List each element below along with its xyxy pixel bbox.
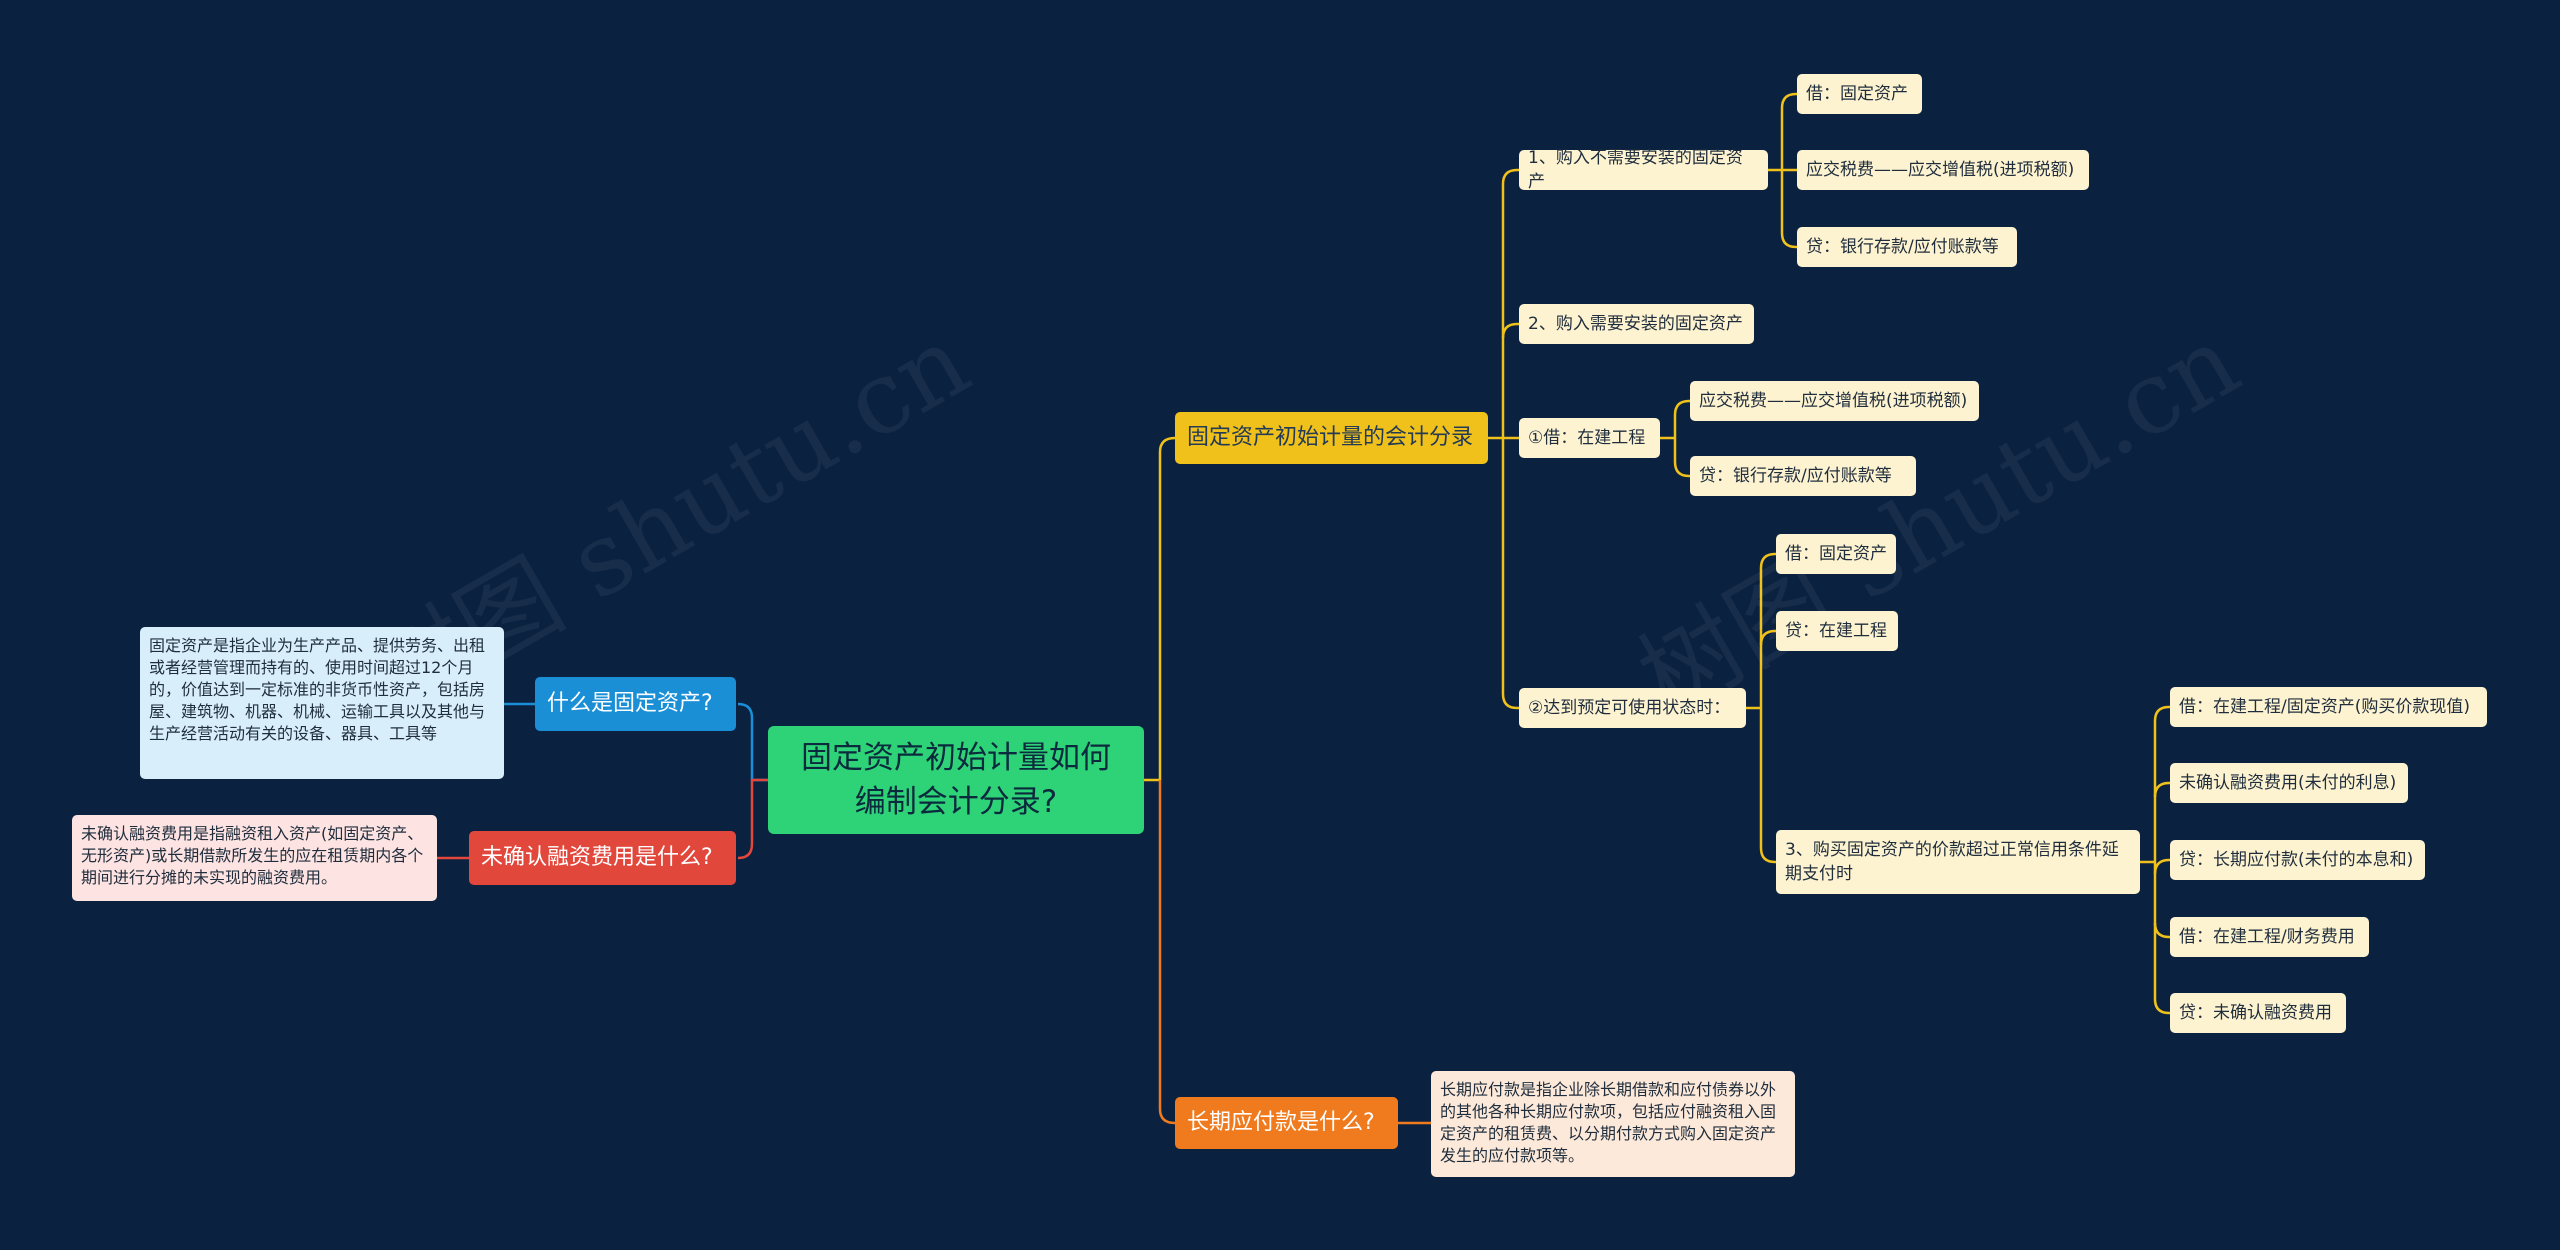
link-g1 — [2153, 705, 2170, 722]
link-n1-c3 — [1780, 232, 1797, 249]
link-n1 — [1501, 168, 1519, 185]
entry-construction-tax[interactable]: 应交税费——应交增值税(进项税额) — [1690, 381, 1979, 421]
link-root-what-is — [737, 702, 768, 782]
entry-ready-credit[interactable]: 贷：在建工程 — [1776, 611, 1898, 651]
entry-construction-credit[interactable]: 贷：银行存款/应付账款等 — [1690, 456, 1916, 496]
link-n4-c3 — [1759, 847, 1776, 864]
link-g2 — [2153, 781, 2170, 798]
topic-unrecognized-financing[interactable]: 未确认融资费用是什么? — [469, 831, 736, 885]
link-root-unrecognized — [737, 778, 768, 860]
entry-debit-construction[interactable]: ①借：在建工程 — [1519, 418, 1660, 458]
entry-deferred-credit-unrecognized[interactable]: 贷：未确认融资费用 — [2170, 993, 2346, 1033]
link-g5 — [2153, 998, 2170, 1015]
topic-what-is-fixed-asset[interactable]: 什么是固定资产? — [535, 677, 736, 731]
entry-deferred-debit-finance[interactable]: 借：在建工程/财务费用 — [2170, 917, 2369, 957]
entry-ready-for-use[interactable]: ②达到预定可使用状态时： — [1519, 688, 1746, 728]
entry-deferred-debit-pv[interactable]: 借：在建工程/固定资产(购买价款现值) — [2170, 687, 2487, 727]
root-topic[interactable]: 固定资产初始计量如何编制会计分录? — [768, 726, 1144, 834]
link-n4-c2 — [1759, 629, 1776, 646]
entry-need-install[interactable]: 2、购入需要安装的固定资产 — [1519, 304, 1754, 344]
link-n3-c1 — [1673, 399, 1690, 416]
link-n4-c1 — [1759, 552, 1776, 569]
link-g3 — [2153, 858, 2170, 875]
entry-deferred-payment[interactable]: 3、购买固定资产的价款超过正常信用条件延期支付时 — [1776, 830, 2140, 894]
link-g4 — [2153, 922, 2170, 939]
entry-ready-debit[interactable]: 借：固定资产 — [1776, 534, 1896, 574]
link-n2 — [1501, 322, 1519, 339]
topic-long-term-payable[interactable]: 长期应付款是什么? — [1175, 1097, 1398, 1149]
desc-unrecognized-financing[interactable]: 未确认融资费用是指融资租入资产(如固定资产、无形资产)或长期借款所发生的应在租赁… — [72, 815, 437, 901]
link-n4 — [1501, 693, 1519, 710]
topic-initial-measurement-entries[interactable]: 固定资产初始计量的会计分录 — [1175, 412, 1488, 464]
link-n1-c1 — [1780, 92, 1797, 109]
entry-no-install[interactable]: 1、购入不需要安装的固定资产 — [1519, 148, 1768, 192]
entry-no-install-credit[interactable]: 贷：银行存款/应付账款等 — [1797, 227, 2017, 267]
desc-what-is-fixed-asset[interactable]: 固定资产是指企业为生产产品、提供劳务、出租或者经营管理而持有的、使用时间超过12… — [140, 627, 504, 779]
link-root-entries — [1158, 436, 1176, 780]
entry-deferred-unrecognized[interactable]: 未确认融资费用(未付的利息) — [2170, 763, 2408, 803]
entry-no-install-debit[interactable]: 借：固定资产 — [1797, 74, 1922, 114]
link-n3-c2 — [1673, 461, 1690, 478]
entry-deferred-long-payable[interactable]: 贷：长期应付款(未付的本息和) — [2170, 840, 2425, 880]
entry-no-install-tax[interactable]: 应交税费——应交增值税(进项税额) — [1797, 150, 2089, 190]
link-root-long-term — [1158, 780, 1176, 1125]
desc-long-term-payable[interactable]: 长期应付款是指企业除长期借款和应付债券以外的其他各种长期应付款项，包括应付融资租… — [1431, 1071, 1795, 1177]
